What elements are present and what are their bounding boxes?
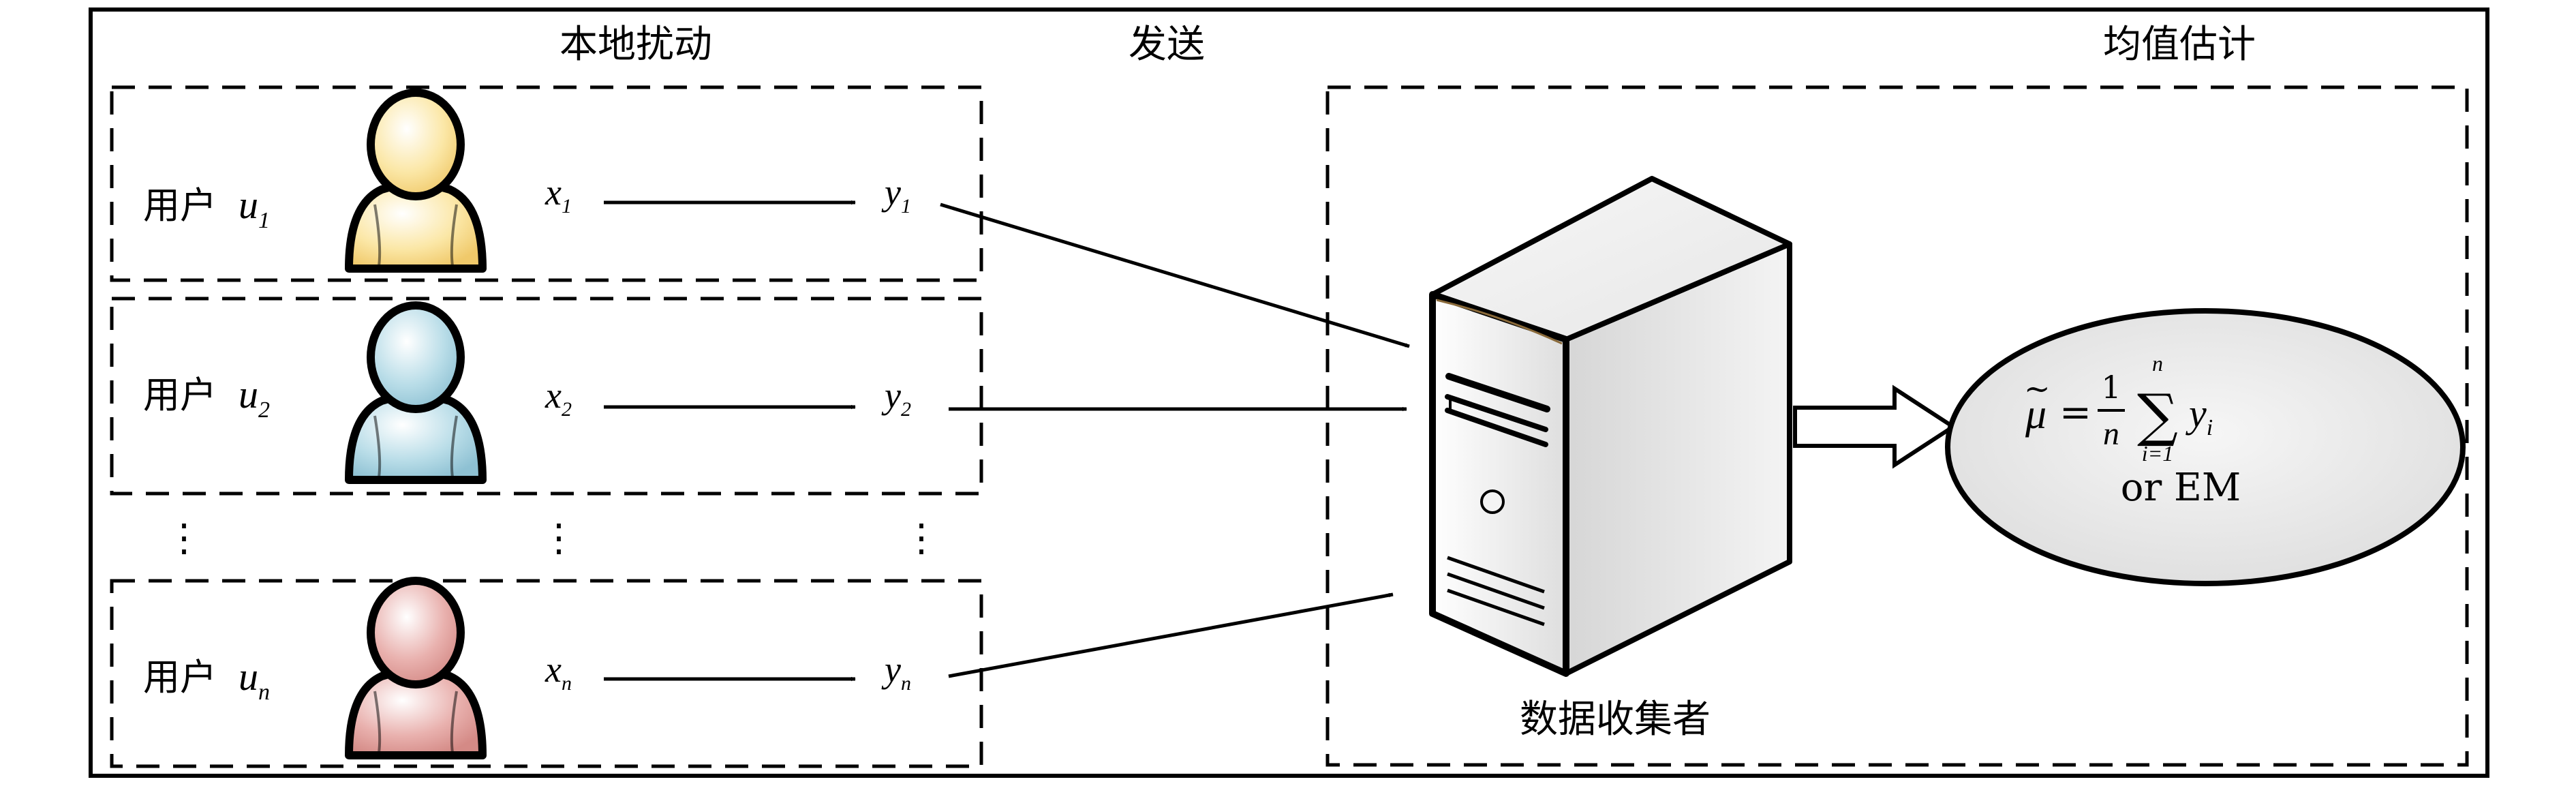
user-row-2: 用户 u2 x2 y2: [143, 301, 911, 484]
formula-tilde: ~: [2024, 370, 2051, 407]
user-row-n: 用户 un xn yn: [143, 577, 911, 759]
x-value-2: x2: [545, 375, 572, 421]
user-u-1: u1: [239, 183, 270, 233]
user-label-2: 用户: [143, 374, 217, 417]
user-avatar-icon: [345, 577, 487, 759]
user-box-1: [110, 85, 983, 282]
user-u-n: un: [239, 654, 270, 705]
user-label-1: 用户: [143, 184, 217, 227]
server-icon: [1429, 176, 1792, 677]
formula-y: yi: [2186, 391, 2213, 440]
formula-sum-top: n: [2152, 351, 2163, 376]
user-label-n: 用户: [143, 656, 217, 699]
y-value-1: y1: [881, 172, 911, 217]
send-arrow-1: [940, 202, 1410, 348]
formula-mu: μ: [2025, 391, 2046, 438]
header-mean-estimate: 均值估计: [2103, 22, 2256, 67]
formula-frac-den: n: [2103, 416, 2119, 452]
outer-frame: [89, 7, 2489, 778]
mean-formula: μ ~ = 1 n n ∑ i=1 yi: [2024, 351, 2213, 466]
header-send: 发送: [1129, 22, 1205, 67]
header-local-perturb: 本地扰动: [559, 22, 712, 67]
user-row-1: 用户 u1 x1 y1: [143, 89, 911, 273]
server-box: [1325, 85, 2469, 767]
server-label: 数据收集者: [1520, 697, 1711, 742]
formula-frac-num: 1: [2101, 369, 2121, 406]
ellipsis-user: ⋮: [165, 516, 203, 560]
user-box-2: [110, 297, 983, 496]
estimator-alt-label: or EM: [2121, 466, 2241, 510]
estimator-ellipse: [1945, 308, 2466, 586]
y-value-2: y2: [881, 375, 911, 421]
x-value-n: xn: [545, 649, 572, 695]
ellipsis-y: ⋮: [902, 516, 940, 560]
ellipsis-x: ⋮: [540, 516, 578, 560]
output-arrow-icon: [1793, 384, 1957, 469]
formula-equals: =: [2059, 391, 2091, 435]
y-value-n: yn: [881, 649, 911, 695]
user-avatar-icon: [345, 89, 487, 273]
user-u-2: u2: [239, 372, 270, 423]
user-avatar-icon: [345, 301, 487, 484]
formula-sum-bottom: i=1: [2142, 441, 2173, 466]
user-box-n: [110, 579, 983, 768]
formula-sigma: ∑: [2137, 382, 2178, 449]
x-value-1: x1: [545, 172, 572, 217]
send-arrow-n: [948, 592, 1394, 678]
